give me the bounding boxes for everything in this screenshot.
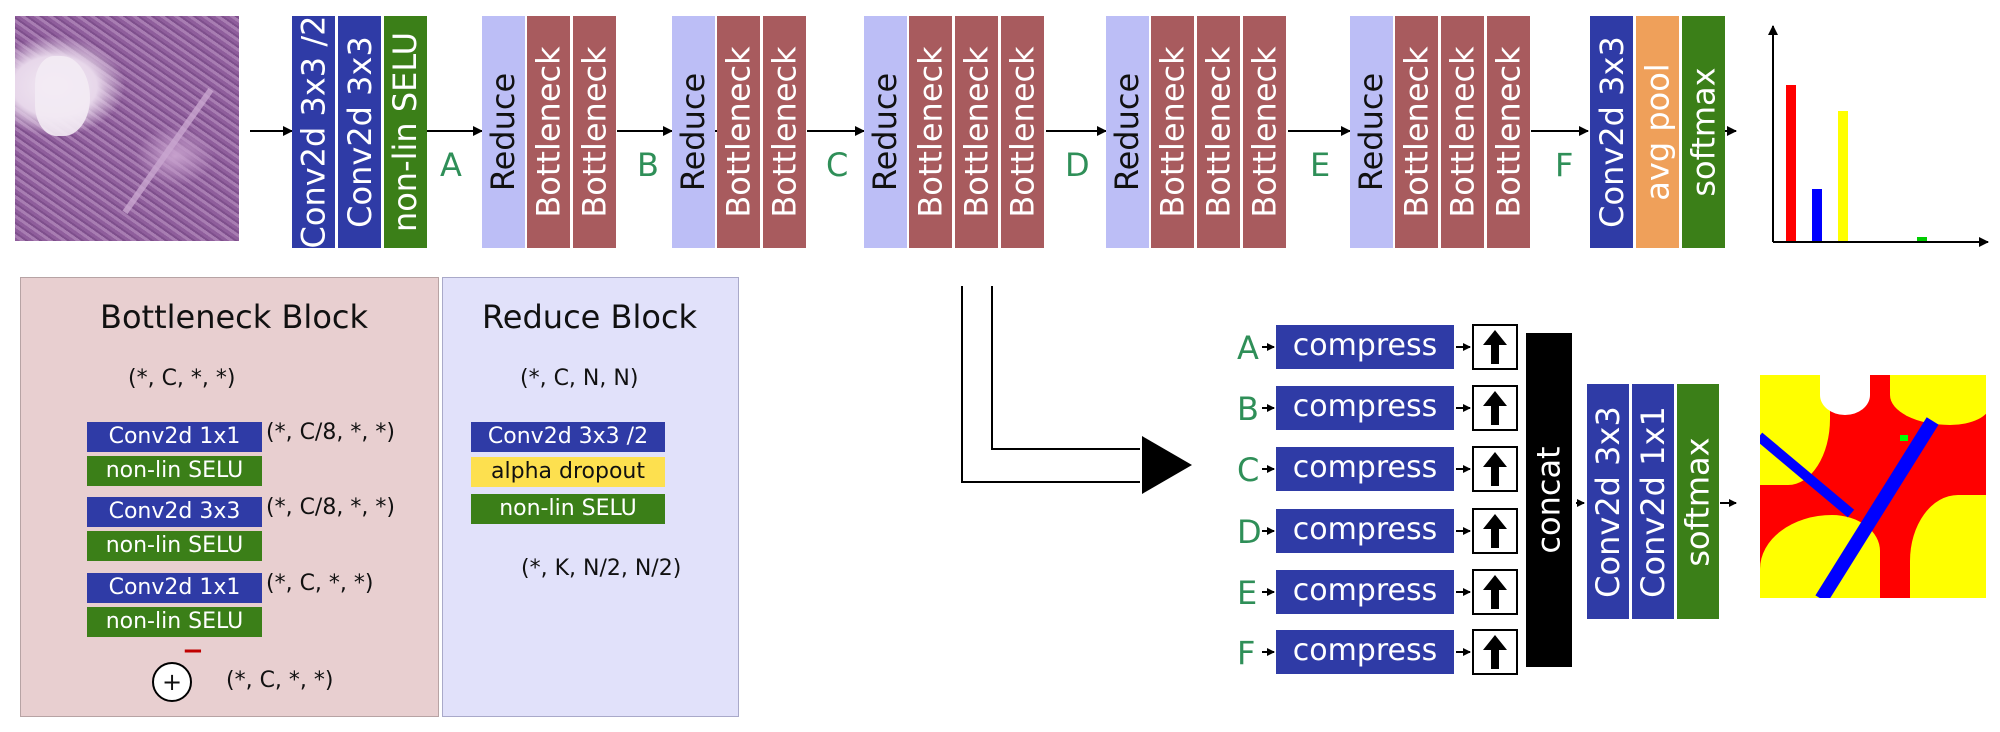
stem-conv2d: Conv2d 3x3 — [338, 16, 381, 248]
upsample-up-arrow-icon — [1472, 385, 1518, 431]
reduce-output-shape: (*, K, N/2, N/2) — [521, 556, 682, 581]
tag-label-B: B — [637, 146, 659, 184]
head-softmax: softmax — [1682, 16, 1725, 248]
bottleneck-block-D-1: Bottleneck — [1151, 16, 1194, 248]
bottleneck-conv3x3: Conv2d 3x3 — [87, 497, 262, 527]
bottleneck-block-C-1: Bottleneck — [909, 16, 952, 248]
seg-conv2d-3x3: Conv2d 3x3 — [1587, 384, 1629, 619]
upsample-up-arrow-icon — [1472, 446, 1518, 492]
reduce-selu: non-lin SELU — [471, 494, 665, 524]
seg-tag-F: F — [1237, 634, 1256, 672]
compress-block-E: compress — [1276, 570, 1454, 614]
bottleneck-block-E-1: Bottleneck — [1395, 16, 1438, 248]
bottleneck-block-E-3: Bottleneck — [1487, 16, 1530, 248]
tag-label-D: D — [1065, 146, 1090, 184]
seg-softmax: softmax — [1677, 384, 1719, 619]
bottleneck-shape-3: (*, C, *, *) — [266, 571, 374, 596]
reduce-block-E: Reduce — [1350, 16, 1393, 248]
bottleneck-selu-b: non-lin SELU — [87, 531, 262, 561]
residual-minus-sign: − — [182, 636, 204, 666]
seg-tag-E: E — [1237, 574, 1258, 612]
compress-block-F: compress — [1276, 630, 1454, 674]
reduce-block-title: Reduce Block — [482, 298, 698, 336]
compress-block-D: compress — [1276, 509, 1454, 553]
compress-block-A: compress — [1276, 325, 1454, 369]
tag-label-A: A — [440, 146, 462, 184]
compress-block-B: compress — [1276, 386, 1454, 430]
segmentation-output-map — [1760, 375, 1986, 598]
stem-conv2d-stride2: Conv2d 3x3 /2 — [292, 16, 335, 248]
seg-tag-B: B — [1237, 390, 1259, 428]
head-avg-pool: avg pool — [1636, 16, 1679, 248]
reduce-block-D: Reduce — [1106, 16, 1149, 248]
compress-block-C: compress — [1276, 447, 1454, 491]
bottleneck-output-shape: (*, C, *, *) — [226, 668, 334, 693]
class-bar-3 — [1838, 111, 1848, 241]
reduce-input-shape: (*, C, N, N) — [520, 366, 639, 391]
tag-label-C: C — [826, 146, 849, 184]
bottleneck-conv1x1-b: Conv2d 1x1 — [87, 573, 262, 603]
tag-label-E: E — [1310, 146, 1331, 184]
tag-label-F: F — [1555, 146, 1574, 184]
concat-block: concat — [1526, 333, 1572, 667]
histology-input-image — [15, 16, 239, 241]
seg-tag-C: C — [1237, 451, 1260, 489]
bottleneck-block-D-3: Bottleneck — [1243, 16, 1286, 248]
bottleneck-selu-c: non-lin SELU — [87, 607, 262, 637]
seg-conv2d-1x1: Conv2d 1x1 — [1632, 384, 1674, 619]
reduce-block-C: Reduce — [864, 16, 907, 248]
upsample-up-arrow-icon — [1472, 629, 1518, 675]
seg-tag-D: D — [1237, 513, 1262, 551]
bottleneck-block-B-2: Bottleneck — [763, 16, 806, 248]
bottleneck-block-C-2: Bottleneck — [955, 16, 998, 248]
residual-sum-node: + — [152, 662, 192, 702]
bottleneck-selu-a: non-lin SELU — [87, 456, 262, 486]
bottleneck-input-shape: (*, C, *, *) — [128, 366, 236, 391]
class-bar-2 — [1812, 189, 1822, 241]
head-conv2d: Conv2d 3x3 — [1590, 16, 1633, 248]
bottleneck-shape-1: (*, C/8, *, *) — [266, 420, 395, 445]
upsample-up-arrow-icon — [1472, 508, 1518, 554]
bottleneck-conv1x1-a: Conv2d 1x1 — [87, 422, 262, 452]
bottleneck-block-title: Bottleneck Block — [100, 298, 369, 336]
class-bar-1 — [1786, 85, 1796, 241]
upsample-up-arrow-icon — [1472, 324, 1518, 370]
reduce-alpha-dropout: alpha dropout — [471, 457, 665, 487]
seg-tag-A: A — [1237, 329, 1259, 367]
bottleneck-block-A-2: Bottleneck — [573, 16, 616, 248]
reduce-block-A: Reduce — [482, 16, 525, 248]
upsample-up-arrow-icon — [1472, 569, 1518, 615]
class-bar-4 — [1917, 237, 1927, 241]
bottleneck-shape-2: (*, C/8, *, *) — [266, 495, 395, 520]
bottleneck-block-B-1: Bottleneck — [717, 16, 760, 248]
bottleneck-block-C-3: Bottleneck — [1001, 16, 1044, 248]
bottleneck-block-A-1: Bottleneck — [527, 16, 570, 248]
bottleneck-block-E-2: Bottleneck — [1441, 16, 1484, 248]
reduce-conv3x3-stride2: Conv2d 3x3 /2 — [471, 422, 665, 452]
stem-selu: non-lin SELU — [384, 16, 427, 248]
reduce-block-B: Reduce — [672, 16, 715, 248]
bottleneck-block-D-2: Bottleneck — [1197, 16, 1240, 248]
